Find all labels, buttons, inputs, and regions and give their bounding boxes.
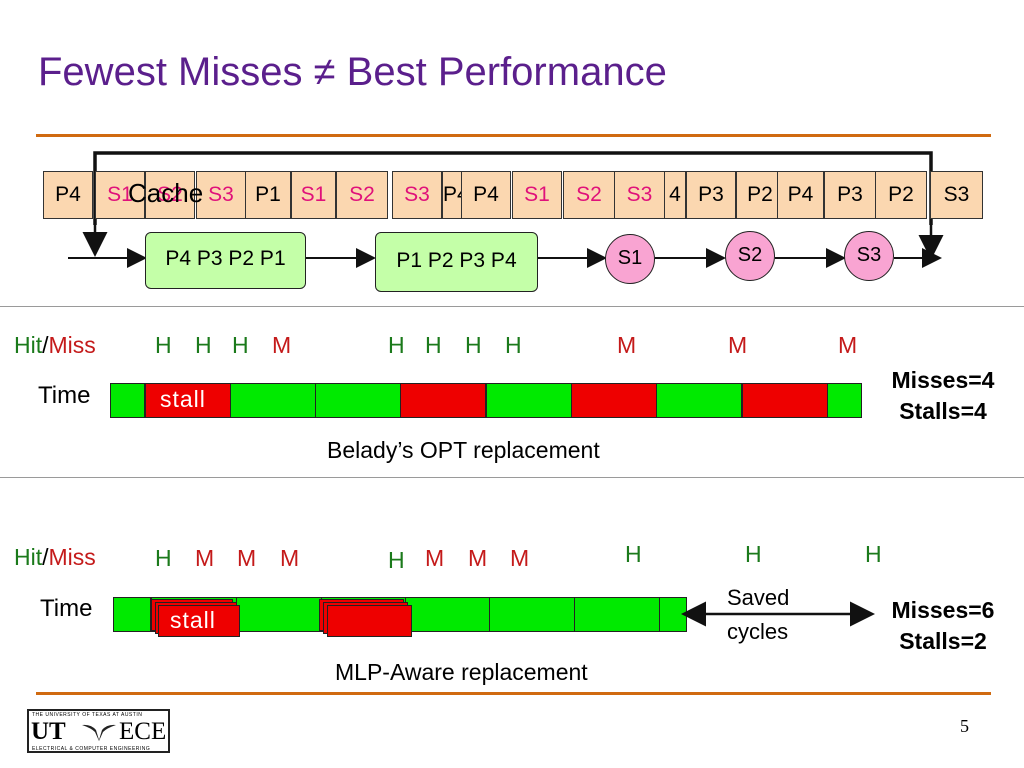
stream-block: P4 — [442, 171, 462, 219]
miss-marker: M — [272, 332, 292, 358]
stream-block: P1 — [245, 171, 291, 219]
miss-circle-s1: S1 — [605, 234, 655, 284]
stream-block: S2 — [145, 171, 195, 219]
stream-block: S3 — [930, 171, 983, 219]
stream-block: S3 — [614, 171, 665, 219]
slide-title: Fewest Misses ≠ Best Performance — [38, 50, 667, 94]
mlp-time-label: Time — [40, 595, 93, 622]
miss-marker: M — [728, 332, 748, 358]
stream-block: S2 — [563, 171, 615, 219]
stall-segment — [742, 383, 828, 418]
opt-stats: Misses=4 Stalls=4 — [873, 365, 1013, 427]
mlp-caption: MLP-Aware replacement — [335, 659, 588, 685]
busy-segment — [656, 383, 742, 418]
busy-segment — [827, 383, 862, 418]
stream-block: S1 — [512, 171, 562, 219]
ut-ece-logo: THE UNIVERSITY OF TEXAS AT AUSTIN UT ECE… — [27, 709, 170, 753]
cache-state-box-1: P4 P3 P2 P1 — [145, 232, 306, 289]
busy-segment — [113, 597, 151, 632]
opt-caption: Belady’s OPT replacement — [327, 437, 600, 463]
opt-stall-label: stall — [160, 386, 206, 412]
miss-marker: M — [425, 545, 445, 571]
hit-marker: H — [745, 541, 762, 567]
stream-block: P4 — [461, 171, 511, 219]
mlp-stall-label: stall — [170, 607, 216, 633]
stream-block: S1 — [291, 171, 336, 219]
stream-block: P3 — [686, 171, 736, 219]
busy-segment — [486, 383, 572, 418]
busy-segment — [110, 383, 145, 418]
miss-circle-s2: S2 — [725, 231, 775, 281]
miss-marker: M — [510, 545, 530, 571]
opt-time-label: Time — [38, 382, 91, 409]
hit-marker: H — [625, 541, 642, 567]
hit-marker: H — [465, 332, 482, 358]
hit-marker: H — [388, 332, 405, 358]
hit-marker: H — [505, 332, 522, 358]
mlp-stalls: Stalls=2 — [899, 628, 987, 654]
miss-marker: M — [237, 545, 257, 571]
mlp-misses: Misses=6 — [891, 597, 995, 623]
hit-marker: H — [388, 547, 405, 573]
title-underline — [36, 134, 991, 137]
stream-block: P2 — [736, 171, 784, 219]
cache-label: Cache — [128, 178, 204, 208]
hit-marker: H — [195, 332, 212, 358]
busy-segment — [230, 383, 316, 418]
cache-state-box-2: P1 P2 P3 P4 — [375, 232, 538, 292]
section-divider-bottom — [0, 477, 1024, 478]
mlp-stats: Misses=6 Stalls=2 — [873, 595, 1013, 657]
miss-circle-s3: S3 — [844, 231, 894, 281]
stall-segment — [400, 383, 486, 418]
busy-segment — [405, 597, 491, 632]
hit-marker: H — [865, 541, 882, 567]
hit-marker: H — [155, 545, 172, 571]
busy-segment — [574, 597, 660, 632]
miss-marker: M — [617, 332, 637, 358]
longhorn-icon — [82, 724, 116, 741]
opt-hit-miss-label: Hit/Miss — [14, 332, 96, 358]
stall-segment — [571, 383, 657, 418]
miss-marker: M — [838, 332, 858, 358]
page-number: 5 — [960, 716, 969, 736]
opt-misses: Misses=4 — [891, 367, 995, 393]
hit-marker: H — [425, 332, 442, 358]
overlapped-stall-segment — [158, 605, 240, 637]
saved-cycles-arrow — [681, 601, 875, 627]
footer-rule — [36, 692, 991, 695]
hit-marker: H — [232, 332, 249, 358]
overlapped-stall-segment — [327, 605, 412, 637]
stream-block: S3 — [392, 171, 442, 219]
stream-block: P4 — [43, 171, 93, 219]
busy-segment — [236, 597, 322, 632]
stream-block: P4 — [777, 171, 824, 219]
stream-block: 4 — [664, 171, 686, 219]
mlp-hit-miss-label: Hit/Miss — [14, 544, 96, 570]
stream-block: S1 — [95, 171, 145, 219]
busy-segment — [489, 597, 575, 632]
section-divider-top — [0, 306, 1024, 307]
stream-block: S3 — [196, 171, 246, 219]
opt-stalls: Stalls=4 — [899, 398, 987, 424]
miss-marker: M — [468, 545, 488, 571]
hit-marker: H — [155, 332, 172, 358]
miss-marker: M — [195, 545, 215, 571]
stream-block: P3 — [824, 171, 876, 219]
stream-block: P2 — [875, 171, 927, 219]
stream-block: S2 — [336, 171, 388, 219]
miss-marker: M — [280, 545, 300, 571]
busy-segment — [315, 383, 401, 418]
